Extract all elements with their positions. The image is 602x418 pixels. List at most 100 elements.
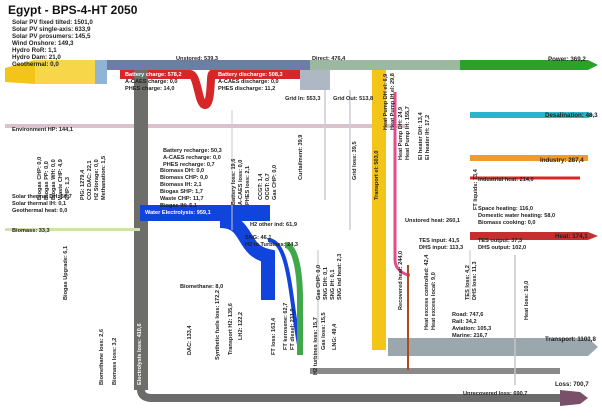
label-solar-thermal-dh: Solar thermal DH: 56,7 <box>12 194 72 200</box>
label-methanation: Methanation: 1,5 <box>101 155 107 200</box>
label-domestic-water: Domestic water heating: 58,0 <box>478 213 556 219</box>
label-ft-kerosene: FT kerosene: 62,7 <box>283 302 289 350</box>
label-biogas-ih: Biogas IH: 5,1 <box>160 203 197 209</box>
flow-electrolysis-loss <box>134 70 148 390</box>
label-sng-ind-heat: SNG ind heat: 2,3 <box>337 253 343 300</box>
label-biomass-cooking: Biomass cooking: 0,0 <box>478 220 536 226</box>
label-rail: Rail: 34,2 <box>452 319 477 325</box>
flow-sources-to-hub <box>35 60 95 84</box>
label-lng: LNG: 49,4 <box>332 323 338 350</box>
label-ccgt: CCGT: 1,4 <box>258 173 264 200</box>
label-transport: Transport: 1103,8 <box>545 336 596 343</box>
label-h2-to-turbines: H2 to Turbines: 24,3 <box>245 242 299 248</box>
label-biomass-ih: Biomass IH: 2,1 <box>160 182 202 188</box>
flow-grid-trunk <box>300 70 330 90</box>
label-gas-chp-2: Gas CHP: 0,0 <box>316 264 322 300</box>
label-water-electrolysis: Water Electrolysis: 959,1 <box>145 210 211 216</box>
label-industry: Industry: 287,4 <box>540 157 584 164</box>
label-biogas-upgrade: Biogas Upgrade: 6,1 <box>63 245 69 300</box>
page-title: Egypt - BPS-4-HT 2050 <box>8 3 138 17</box>
flow-water-electrolysis <box>140 205 270 221</box>
label-heat-loss: Heat loss: 10,0 <box>524 280 530 320</box>
label-grid-out: Grid Out: 513,8 <box>333 96 374 102</box>
label-phes-charge: PHES charge: 14,0 <box>125 86 175 92</box>
label-electrolysis-loss: Electrolysis loss: 410,6 <box>137 323 143 385</box>
label-lh2: LH2: 122,2 <box>238 312 244 340</box>
flow-battery-charge <box>120 70 190 79</box>
label-gas-chp: Gas CHP: 0,0 <box>272 164 278 200</box>
label-tes-output: TES output: 37,3 <box>478 238 523 244</box>
label-h2-turbines-loss: H2 turbines loss: 15,7 <box>313 317 319 375</box>
label-acaes-charge: A-CAES charge: 0,0 <box>125 79 178 85</box>
flow-unrecovered-loss <box>310 368 560 374</box>
label-unstored: Unstored: 539,3 <box>176 56 218 62</box>
source-label: Solar PV prosumers: 145,5 <box>12 33 91 40</box>
label-el-heater-dh: El heater DH: 13,4 <box>418 112 424 160</box>
label-biomass: Biomass: 33,3 <box>12 228 50 234</box>
label-dac: DAC: 133,4 <box>187 325 193 355</box>
label-waste-chp-2: Waste CHP: 11,7 <box>160 196 204 202</box>
flow-transport-el <box>372 70 386 350</box>
label-el-heater-ih: El heater IH: 17,2 <box>425 114 431 160</box>
flow-loss <box>560 390 588 406</box>
source-label: Hydro Dam: 21,0 <box>12 54 61 61</box>
label-grid-in: Grid In: 553,3 <box>285 96 321 102</box>
label-acaes-recharge: A-CAES recharge: 0,0 <box>163 155 221 161</box>
label-dhs-output: DHS output: 102,0 <box>478 245 527 251</box>
label-transport-h2: Transport H2: 135,6 <box>228 303 234 355</box>
source-label: Solar PV fixed tilted: 1501,0 <box>12 19 93 26</box>
label-aviation: Aviation: 105,3 <box>452 326 492 332</box>
label-biomass-chp: Biomass CHP: 0,0 <box>160 175 208 181</box>
label-phes-discharge: PHES discharge: 11,2 <box>218 86 276 92</box>
label-hp-ih: Heat Pump IH: 155,7 <box>405 106 411 160</box>
label-co2-dac: CO2 DAC: 22,1 <box>87 160 93 200</box>
label-battery-loss: Battery loss: 19,6 <box>231 158 237 205</box>
label-environment-hp: Environment HP: 144,1 <box>12 127 73 133</box>
flow-transport <box>388 338 598 356</box>
label-loss: Loss: 700,7 <box>555 381 589 388</box>
flow-environment-hp <box>5 124 405 128</box>
flow-battery-loop <box>188 70 216 110</box>
label-h2-storage: H2 Storage: 0,0 <box>94 159 100 200</box>
label-biogas-shp: Biogas SHP: 1,7 <box>160 189 203 195</box>
label-hp-dh: Heat Pump DH: 24,9 <box>398 106 404 160</box>
label-heat-excess-local: Heat excess local: 9,0 <box>431 272 437 330</box>
label-recovered-heat: Recovered heat: 244,0 <box>398 250 404 310</box>
label-biomass-loss: Biomass loss: 3,2 <box>112 337 118 385</box>
label-ft-loss: FT loss: 163,4 <box>271 318 277 355</box>
flow-hydrogen-down <box>219 214 275 300</box>
label-geothermal-heat: Geothermal heat: 0,0 <box>12 208 68 214</box>
flow-power <box>460 60 598 70</box>
label-desalination: Desalination: 48,3 <box>545 112 598 119</box>
label-dhs-loss: DHS loss: 11,3 <box>472 261 478 300</box>
label-biomethane: Biomethane: 8,0 <box>180 284 224 290</box>
source-label: Geothermal: 0,0 <box>12 61 59 68</box>
label-space-heating: Space heating: 116,0 <box>478 206 534 212</box>
label-h2-other-ind: H2 other ind: 61,9 <box>250 222 297 228</box>
label-grid-loss: Grid loss: 39,5 <box>352 141 358 180</box>
label-biomethane-loss: Biomethane loss: 2,6 <box>99 329 105 385</box>
flow-direct <box>310 60 460 70</box>
label-acaes-discharge: A-CAES discharge: 0,0 <box>218 79 279 85</box>
label-ft-liquids: FT liquids: 73,4 <box>473 169 479 210</box>
label-transport-el: Transport el: 503,0 <box>374 150 380 200</box>
label-battery-charge: Battery charge: 578,2 <box>125 72 182 78</box>
label-sng: SNG: 46,1 <box>245 235 272 241</box>
label-dhs-input: DHS input: 113,3 <box>419 245 464 251</box>
flow-biomass <box>5 228 140 231</box>
flow-battery-discharge <box>210 70 300 79</box>
label-power: Power: 369,2 <box>548 56 586 63</box>
source-label: Wind Onshore: 149,3 <box>12 40 74 47</box>
flow-loss-trunk <box>137 389 560 402</box>
label-marine: Marine: 216,7 <box>452 333 488 339</box>
label-sng-dh: SNG DH: 0,1 <box>323 267 329 300</box>
flow-solar-sources <box>5 60 35 84</box>
label-tes-loss: TES loss: 4,2 <box>465 265 471 300</box>
label-road: Road: 747,6 <box>452 312 484 318</box>
flow-heat <box>470 232 598 240</box>
label-phes-loss: PHES loss: 2,1 <box>245 165 251 205</box>
label-tes-input: TES input: 41,5 <box>419 238 460 244</box>
label-hp-dh-el: Heat Pump DH el: 6,9 <box>383 73 389 130</box>
flow-ft-fuels <box>284 242 303 355</box>
